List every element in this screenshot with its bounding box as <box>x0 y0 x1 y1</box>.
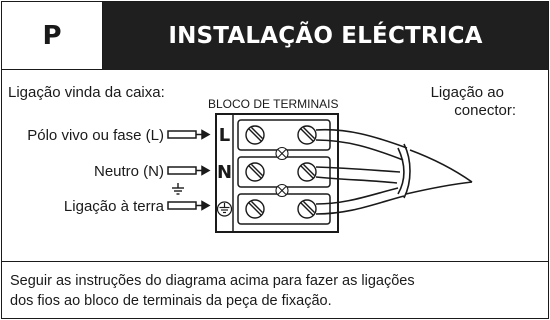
panel-header: P INSTALAÇÃO ELÉCTRICA <box>2 2 548 70</box>
live-connector-arrow-icon <box>167 129 211 140</box>
terminal-label-neutral: N <box>217 162 232 183</box>
terminal-label-live: L <box>219 125 230 146</box>
page-title: INSTALAÇÃO ELÉCTRICA <box>103 2 548 70</box>
outgoing-wires <box>315 128 473 215</box>
terminal-block-drawing: L N <box>167 113 473 233</box>
screw-icon <box>245 125 317 219</box>
neutral-connector-arrow-icon <box>167 165 211 176</box>
terminal-block-caption: BLOCO DE TERMINAIS <box>208 97 339 111</box>
ground-symbol-icon <box>172 183 184 195</box>
right-caption-line1: Ligação ao <box>430 84 504 101</box>
live-wire-label: Pólo vivo ou fase (L) <box>27 127 164 144</box>
terminal-earth-icon <box>216 201 233 217</box>
instructions-footer: Seguir as instruções do diagrama acima p… <box>2 261 548 319</box>
earth-wire-label: Ligação à terra <box>63 198 164 215</box>
instructions-text: Seguir as instruções do diagrama acima p… <box>10 271 530 311</box>
instructions-line-2: dos fios ao bloco de terminais da peça d… <box>10 293 332 309</box>
earth-connector-arrow-icon <box>167 200 211 211</box>
neutral-wire-label: Neutro (N) <box>93 163 164 180</box>
left-caption: Ligação vinda da caixa: <box>8 84 165 101</box>
wiring-diagram: Ligação vinda da caixa: BLOCO DE TERMINA… <box>2 70 548 261</box>
right-caption-line2: conector: <box>454 102 516 119</box>
section-letter: P <box>2 2 103 70</box>
instructions-line-1: Seguir as instruções do diagrama acima p… <box>10 273 415 289</box>
